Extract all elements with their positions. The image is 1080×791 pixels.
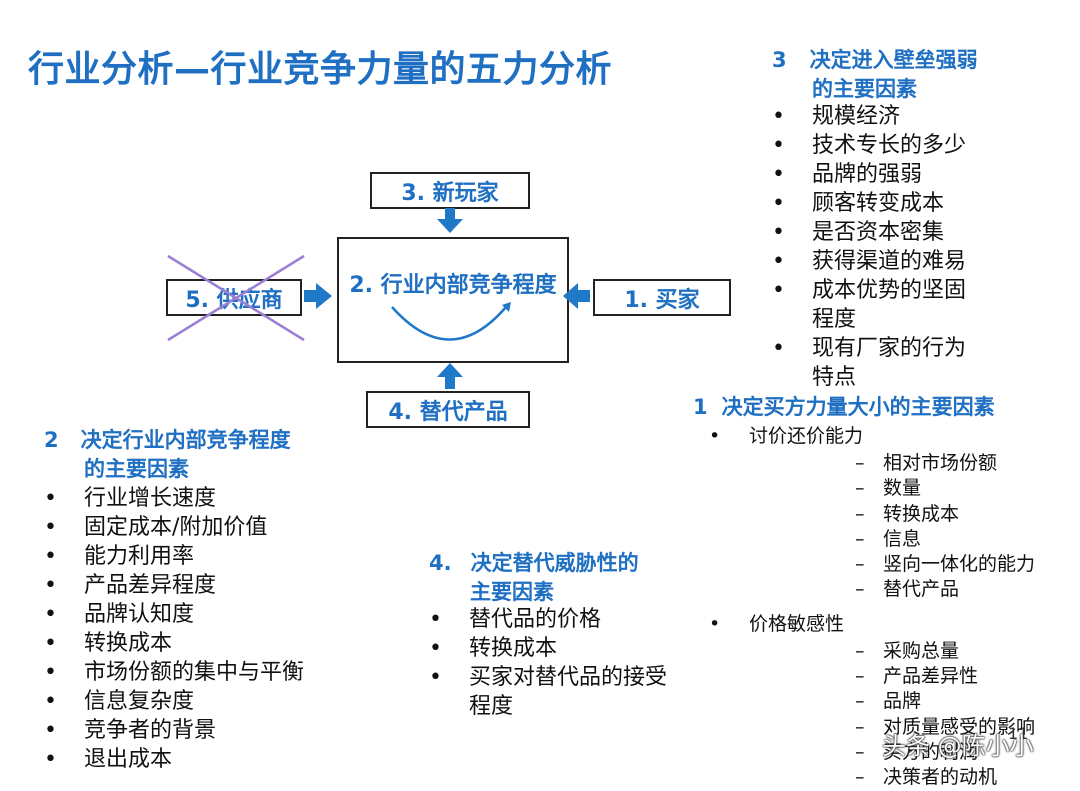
list-item: 对质量感受的影响 xyxy=(855,715,1035,741)
list-item: 品牌 xyxy=(855,689,1035,715)
suppliers-label: 5. 供应商 xyxy=(185,287,283,313)
list-item: 规模经济 xyxy=(772,102,1012,131)
new-entrants-label: 3. 新玩家 xyxy=(401,180,499,206)
box-industry-rivalry: 2. 行业内部竞争程度 xyxy=(337,237,569,363)
list-item: 能力利用率 xyxy=(44,542,304,571)
list-item: 决策者的动机 xyxy=(855,765,1035,791)
substitutes-label: 4. 替代产品 xyxy=(388,399,508,425)
section1-heading-text: 决定买方力量大小的主要因素 xyxy=(721,395,995,419)
list-item: 买家对替代品的接受程度 xyxy=(429,663,669,721)
section4-heading-line1: 决定替代威胁性的 xyxy=(470,551,639,575)
buyer-group-bargaining: 讨价还价能力 xyxy=(709,422,1035,451)
box-buyers: 1. 买家 xyxy=(593,279,731,316)
section3-heading-line1: 决定进入壁垒强弱 xyxy=(809,48,978,72)
industry-rivalry-label: 2. 行业内部竞争程度 xyxy=(349,273,557,298)
list-item: 退出成本 xyxy=(44,745,304,774)
section3-list: 规模经济 技术专长的多少 品牌的强弱 顾客转变成本 是否资本密集 获得渠道的难易… xyxy=(772,102,1012,392)
list-item: 品牌认知度 xyxy=(44,600,304,629)
box-substitutes: 4. 替代产品 xyxy=(366,391,530,428)
section3-heading: 3 决定进入壁垒强弱 的主要因素 xyxy=(772,46,978,104)
arrow-down-icon xyxy=(437,208,463,233)
list-item: 相对市场份额 xyxy=(855,451,1035,477)
arrow-right-icon xyxy=(304,283,332,309)
watermark: 头条 @陈小小 xyxy=(882,732,1034,760)
list-item: 是否资本密集 xyxy=(772,218,1012,247)
page-number: 11 xyxy=(1008,724,1029,743)
list-item: 转换成本 xyxy=(44,629,304,658)
section4-heading-line2: 主要因素 xyxy=(470,580,554,604)
section4-heading: 4. 决定替代威胁性的 主要因素 xyxy=(429,549,639,607)
section2-list: 行业增长速度 固定成本/附加价值 能力利用率 产品差异程度 品牌认知度 转换成本… xyxy=(44,484,304,774)
list-item: 转换成本 xyxy=(855,502,1035,528)
arrow-up-icon xyxy=(437,363,463,389)
list-item: 竖向一体化的能力 xyxy=(855,552,1035,578)
section4-number: 4. xyxy=(429,551,452,575)
list-item: 替代品的价格 xyxy=(429,605,669,634)
list-item: 转换成本 xyxy=(429,634,669,663)
list-item: 替代产品 xyxy=(855,577,1035,603)
list-item: 数量 xyxy=(855,476,1035,502)
list-item: 采购总量 xyxy=(855,639,1035,665)
section2-heading-line2: 的主要因素 xyxy=(84,457,189,481)
section3-heading-line2: 的主要因素 xyxy=(812,77,917,101)
section2-heading-line1: 决定行业内部竞争程度 xyxy=(80,428,291,452)
list-item: 买方的利润 xyxy=(855,740,1035,766)
list-item: 顾客转变成本 xyxy=(772,189,1012,218)
section1-body: 讨价还价能力 相对市场份额 数量 转换成本 信息 竖向一体化的能力 替代产品 价… xyxy=(709,422,1035,791)
page-title: 行业分析—行业竞争力量的五力分析 xyxy=(28,49,613,90)
bargaining-list: 相对市场份额 数量 转换成本 信息 竖向一体化的能力 替代产品 xyxy=(855,451,1035,603)
section2-heading: 2 决定行业内部竞争程度 的主要因素 xyxy=(44,426,291,484)
list-item: 产品差异程度 xyxy=(44,571,304,600)
list-item: 行业增长速度 xyxy=(44,484,304,513)
list-item: 竞争者的背景 xyxy=(44,716,304,745)
section2-number: 2 xyxy=(44,428,59,452)
list-item: 品牌的强弱 xyxy=(772,160,1012,189)
box-new-entrants: 3. 新玩家 xyxy=(370,172,530,209)
list-item: 信息 xyxy=(855,527,1035,553)
buyers-label: 1. 买家 xyxy=(624,287,700,313)
section1-heading: 1 决定买方力量大小的主要因素 xyxy=(693,393,995,422)
list-item: 市场份额的集中与平衡 xyxy=(44,658,304,687)
list-item: 成本优势的坚固程度 xyxy=(772,276,976,334)
list-item: 现有厂家的行为特点 xyxy=(772,334,976,392)
buyer-group-price-sensitivity: 价格敏感性 xyxy=(709,610,1035,639)
price-sensitivity-list: 采购总量 产品差异性 品牌 对质量感受的影响 买方的利润 决策者的动机 xyxy=(855,639,1035,791)
section4-list: 替代品的价格 转换成本 买家对替代品的接受程度 xyxy=(429,605,669,721)
list-item: 产品差异性 xyxy=(855,664,1035,690)
section1-number: 1 xyxy=(693,395,708,419)
list-item: 信息复杂度 xyxy=(44,687,304,716)
list-item: 固定成本/附加价值 xyxy=(44,513,304,542)
box-suppliers: 5. 供应商 xyxy=(166,279,302,316)
list-item: 技术专长的多少 xyxy=(772,131,1012,160)
list-item: 获得渠道的难易 xyxy=(772,247,1012,276)
section3-number: 3 xyxy=(772,48,787,72)
